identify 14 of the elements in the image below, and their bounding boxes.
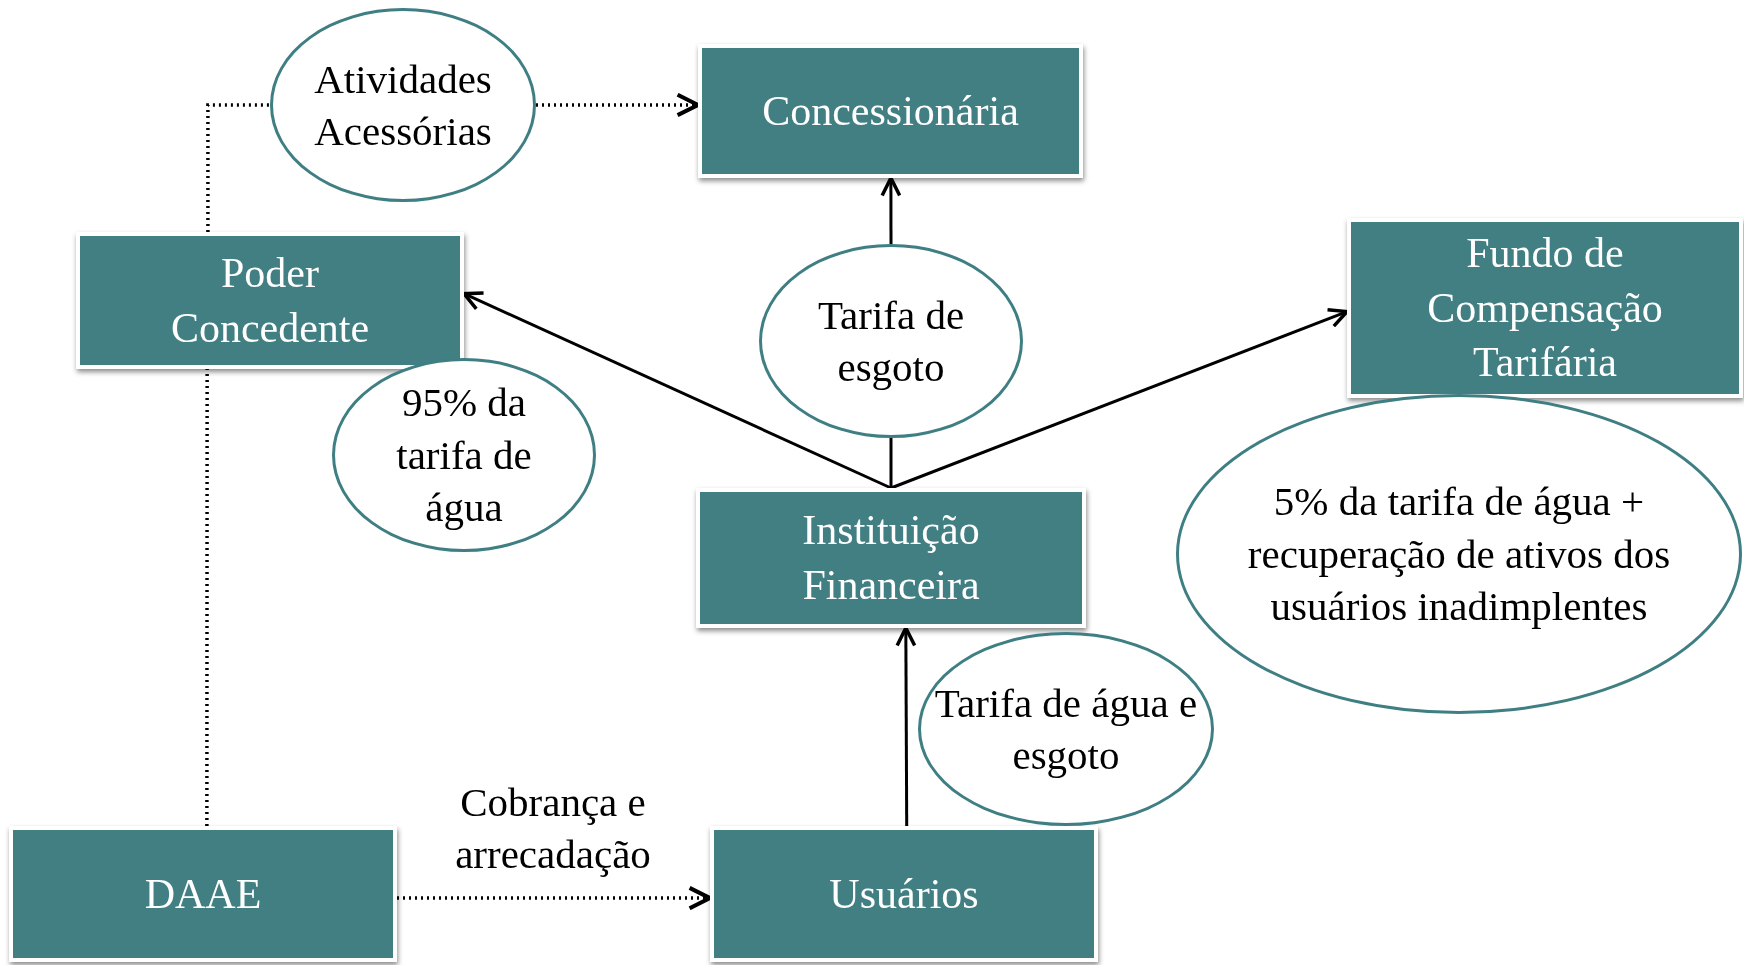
node-text: Tarifa de água e esgoto: [933, 678, 1199, 780]
node-text: 5% da tarifa de água + recuperação de ativos dos usuários inadimplentes: [1246, 477, 1672, 632]
arrow: [890, 308, 1349, 490]
node-text: Fundo de Compensação Tarifária: [1426, 229, 1664, 388]
node-text: Poder Concedente: [169, 248, 371, 353]
arrow: [895, 626, 917, 826]
node-text: Tarifa de esgoto: [816, 290, 966, 392]
node-text: Concessionária: [762, 86, 1019, 136]
node-text: Instituição Financeira: [801, 506, 981, 610]
node-text: Atividades Acessórias: [313, 54, 493, 156]
arrow: [880, 176, 902, 244]
node-text: DAAE: [144, 869, 262, 919]
node-text: Usuários: [829, 869, 979, 919]
node-text: 95% da tarifa de água: [395, 378, 533, 533]
